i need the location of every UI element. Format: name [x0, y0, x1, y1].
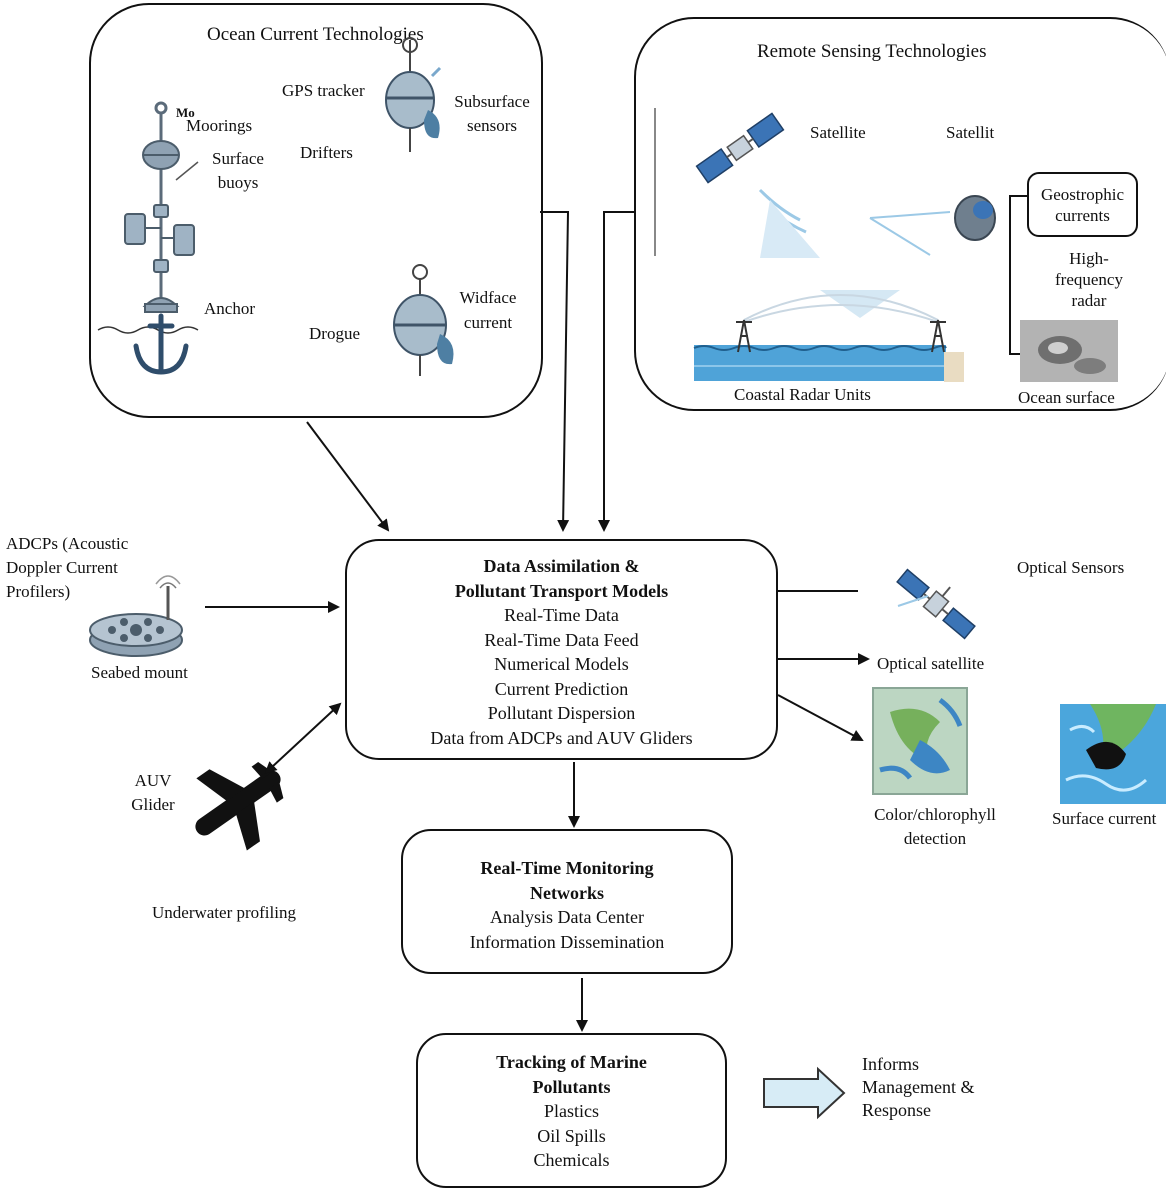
auv-label-1: AUV	[134, 771, 172, 790]
mooring-tag: Mo	[176, 105, 195, 120]
geostrophic-bracket	[1009, 195, 1027, 355]
widface-label-1: Widface	[459, 288, 517, 307]
gps-tracker-label: GPS tracker	[282, 81, 365, 100]
geostrophic-label-2: currents	[1055, 206, 1110, 225]
monitoring-item: Information Dissemination	[469, 931, 665, 952]
anchor-label: Anchor	[204, 299, 255, 318]
coastal-radar-scene	[684, 290, 974, 382]
data-assimilation-box: Data Assimilation & Pollutant Transport …	[345, 539, 778, 760]
auv-glider-icon	[195, 762, 284, 851]
tracking-title-2: Pollutants	[532, 1076, 611, 1097]
moorings-label: Moorings	[186, 116, 253, 135]
surface-buoys-label-2: buoys	[217, 173, 259, 192]
satellite-beam	[760, 200, 820, 258]
optical-sensors-label: Optical Sensors	[1017, 558, 1125, 577]
hf-radar-label-1: High-	[1069, 249, 1109, 268]
assimilation-item: Numerical Models	[494, 654, 629, 674]
geostrophic-label-1: Geostrophic	[1040, 185, 1125, 204]
hf-radar-label-2: frequency	[1055, 270, 1123, 289]
assimilation-item: Pollutant Dispersion	[487, 703, 636, 723]
tracking-item: Plastics	[543, 1101, 599, 1121]
subsurface-label-1: Subsurface	[454, 92, 530, 111]
assimilation-item: Data from ADCPs and AUV Gliders	[430, 727, 693, 748]
assimilation-item: Real-Time Data Feed	[484, 629, 639, 650]
optical-satellite-icon	[896, 568, 976, 640]
adcp-label-1: ADCPs (Acoustic	[6, 534, 129, 553]
drifter-feed-arrow	[540, 211, 570, 532]
surface-buoys-label-1: Surface	[212, 149, 264, 168]
assimilation-title-1: Data Assimilation &	[483, 556, 640, 576]
satellite-label: Satellite	[810, 123, 866, 142]
underwater-profiling-label: Underwater profiling	[152, 903, 296, 922]
drogue-label: Drogue	[309, 324, 360, 343]
drogue-drifter-icon	[393, 264, 454, 376]
geostrophic-box	[1027, 172, 1138, 237]
adcp-label-3: Profilers)	[6, 582, 71, 601]
surface-current-label: Surface current	[1052, 809, 1157, 828]
satellit-label: Satellit	[946, 123, 995, 142]
chlorophyll-label-2: detection	[903, 829, 967, 848]
anchor-icon	[133, 313, 189, 375]
to-chlorophyll-arrow	[777, 694, 864, 741]
subsurface-label-2: sensors	[466, 116, 518, 135]
drifters-label: Drifters	[300, 143, 353, 162]
informs-label-1: Informs	[862, 1054, 919, 1074]
adcp-label-2: Doppler Current	[6, 558, 118, 577]
auv-label-2: Glider	[131, 795, 175, 814]
chlorophyll-label-1: Color/chlorophyll	[874, 805, 996, 824]
gps-drifter-icon	[385, 37, 442, 152]
monitoring-box: Real-Time Monitoring Networks Analysis D…	[401, 829, 733, 974]
assimilation-item: Current Prediction	[494, 678, 629, 699]
widface-label-2: current	[463, 313, 513, 332]
optical-satellite-label: Optical satellite	[877, 654, 985, 673]
tracking-item: Oil Spills	[537, 1125, 606, 1146]
instrument-pods-icon	[124, 204, 195, 273]
assimilation-title-2: Pollutant Transport Models	[454, 580, 669, 601]
informs-label-2: Management &	[862, 1077, 975, 1097]
monitoring-item: Analysis Data Center	[490, 907, 644, 927]
ocean-surface-label: Ocean surface	[1018, 388, 1115, 407]
tracking-item: Chemicals	[533, 1150, 610, 1170]
monitoring-title-1: Real-Time Monitoring	[480, 858, 654, 878]
tracking-box: Tracking of Marine Pollutants Plastics O…	[416, 1033, 727, 1188]
remote-feed-arrow	[598, 211, 634, 532]
tracking-title-1: Tracking of Marine	[496, 1052, 647, 1072]
hf-radar-label-3: radar	[1071, 291, 1107, 310]
informs-block-arrow	[763, 1066, 846, 1120]
ocean-to-assimilation-arrow	[306, 421, 390, 532]
ocean-surface-image	[1020, 320, 1118, 382]
informs-label-3: Response	[862, 1100, 931, 1120]
auv-bidirectional-arrow	[264, 702, 342, 774]
ocean-panel-title: Ocean Current Technologies	[207, 24, 424, 45]
seabed-mount-label: Seabed mount	[91, 663, 188, 682]
optical-beam	[897, 595, 929, 607]
remote-panel-title: Remote Sensing Technologies	[757, 41, 987, 62]
seabed-mount-icon	[89, 575, 183, 657]
anchor-buoy-icon	[142, 297, 180, 313]
surface-current-image	[1060, 704, 1166, 804]
chlorophyll-image	[872, 687, 968, 795]
monitoring-title-2: Networks	[530, 882, 604, 903]
surface-buoy-pointer	[175, 161, 199, 181]
surface-buoy-icon	[142, 140, 180, 170]
coastal-radar-label: Coastal Radar Units	[734, 385, 871, 404]
assimilation-item: Real-Time Data	[504, 605, 619, 625]
radar-dish-icon	[869, 195, 996, 256]
